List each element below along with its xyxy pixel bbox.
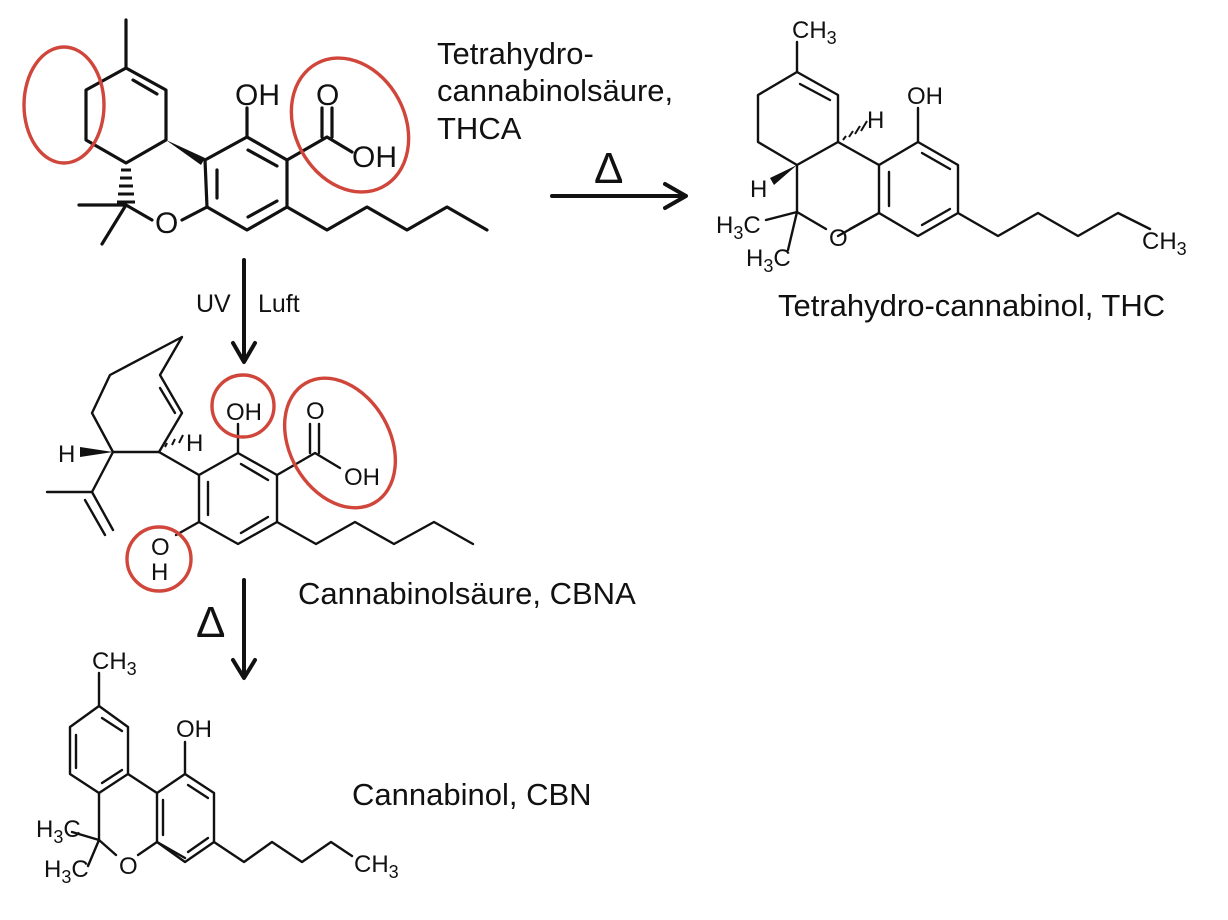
- thca-ring-double-bond: [131, 78, 159, 96]
- cbna-phenol-o-label: O: [151, 534, 170, 561]
- cbna-acid-bonds: [275, 451, 342, 477]
- cbn-pentyl-chain: [212, 840, 354, 864]
- thca-caption: Tetrahydro- cannabinolsäure, THCA: [437, 36, 673, 146]
- thc-ring-double-bond: [798, 82, 832, 102]
- cbna-wedge-bond: [80, 447, 113, 457]
- thc-aromatic-double-2: [920, 151, 952, 171]
- thca-aromatic-double-2: [246, 148, 279, 168]
- cbna-aromatic-double-2: [239, 462, 270, 482]
- cbna-link-bond: [157, 450, 201, 477]
- arrow-head: [231, 341, 257, 364]
- thc-o-bond: [848, 211, 881, 231]
- reaction-arrow-cbna-to-cbn: Δ: [196, 578, 257, 680]
- cbn-left-double-3: [100, 768, 124, 785]
- reaction-arrow-thca-to-cbna: UV Luft: [196, 258, 300, 364]
- cbn-ch3-tail: CH3: [354, 851, 399, 882]
- thc-ch3-top: CH3: [792, 17, 837, 48]
- cbna-ring-double-bond: [158, 386, 177, 415]
- thc-ring-o-label: O: [829, 225, 848, 252]
- cbna-aromatic-ring: [197, 451, 279, 546]
- thca-hash-bond: [117, 168, 135, 204]
- reaction-arrow-thca-to-thc: Δ: [550, 144, 688, 210]
- cbn-right-double-3: [186, 836, 210, 854]
- thca-gem-dimethyl: [77, 203, 154, 246]
- thc-ch3-tail: CH3: [1142, 228, 1187, 259]
- cbna-h-hash-label: H: [186, 430, 203, 457]
- cbn-pyran-ring: [97, 772, 187, 860]
- cbna-terpene-ring-outline: [90, 335, 184, 454]
- thca-carbonyl-o-label: O: [316, 79, 339, 112]
- thca-caption-abbr: THCA: [437, 111, 522, 146]
- cbna-oh-top-label: OH: [226, 399, 262, 426]
- heat-delta-label-2: Δ: [196, 598, 225, 647]
- cbn-o-bond: [136, 840, 159, 857]
- thca-highlight-acid: [289, 56, 411, 194]
- cbna-h-wedge-label: H: [58, 441, 75, 468]
- thca-wedge-bond: [166, 140, 205, 165]
- thc-aromatic-double-3: [920, 207, 952, 227]
- thc-terpene-ring: [756, 70, 840, 167]
- cbna-highlight-oh: [210, 373, 276, 439]
- thc-hash-bond: [842, 120, 868, 141]
- air-condition-label: Luft: [258, 290, 300, 318]
- cbn-methyl-1-bond: [70, 830, 101, 842]
- cbn-structure: CH3 O OH H3C H3C CH3: [36, 648, 399, 887]
- cbn-right-double-2: [186, 783, 210, 800]
- thca-oh-label: OH: [235, 79, 280, 112]
- thca-acid-oh-label: OH: [352, 141, 397, 174]
- cbn-ring-o-label: O: [119, 853, 138, 880]
- cbna-pentyl-chain: [275, 520, 475, 546]
- thca-highlight-ring: [22, 45, 106, 165]
- cbn-h3c-2: H3C: [44, 856, 89, 887]
- cbn-left-aromatic-ring: [68, 704, 130, 795]
- thc-h-hash-label: H: [867, 107, 884, 134]
- cbn-caption: Cannabinol, CBN: [352, 777, 592, 812]
- arrow-head: [231, 658, 257, 680]
- cbna-acid-oh-label: OH: [344, 464, 380, 491]
- thc-h-wedge-label: H: [750, 176, 767, 203]
- thca-pentyl-chain: [285, 205, 489, 232]
- cbn-methyl-2-bond: [86, 838, 101, 868]
- cbna-caption: Cannabinolsäure, CBNA: [298, 576, 636, 611]
- cbna-highlight-phenol: [125, 525, 193, 593]
- thc-aromatic-ring: [877, 140, 960, 238]
- thc-pentyl-chain: [956, 211, 1152, 238]
- cbn-ch3-top: CH3: [92, 648, 137, 679]
- thc-h3c-1: H3C: [716, 212, 761, 243]
- thca-caption-line2: cannabinolsäure,: [437, 73, 673, 108]
- cbna-hash-bond: [164, 434, 184, 448]
- cbna-highlight-acid: [282, 376, 398, 510]
- thc-gem-dimethyl: [764, 210, 799, 252]
- cbna-phenol-h-label: H: [151, 559, 168, 586]
- cbn-right-aromatic-ring: [155, 772, 216, 864]
- thca-ring-o-label: O: [155, 207, 178, 240]
- cbn-h3c-1: H3C: [36, 816, 81, 847]
- thca-structure: OH O OH O: [22, 18, 489, 246]
- thca-o-bond: [180, 205, 209, 222]
- thca-caption-line1: Tetrahydro-: [437, 36, 594, 71]
- thc-wedge-bond: [770, 165, 797, 185]
- arrow-head: [663, 182, 688, 210]
- thc-h3c-2: H3C: [746, 245, 791, 276]
- thca-aromatic-double-3: [246, 199, 279, 219]
- cbn-oh-label: OH: [176, 716, 212, 743]
- cbna-isopropenyl: [45, 450, 115, 532]
- cbna-structure: H H OH O OH O H: [45, 335, 475, 593]
- cbna-isopropenyl-double: [83, 498, 107, 537]
- uv-condition-label: UV: [196, 290, 231, 318]
- cbn-left-double-1: [100, 716, 124, 733]
- thc-pyran-ring: [795, 140, 881, 238]
- thc-structure: CH3 H H O OH H3C H3C CH3: [716, 17, 1187, 276]
- thc-caption: Tetrahydro-cannabinol, THC: [778, 288, 1165, 323]
- heat-delta-label: Δ: [594, 144, 623, 193]
- cbna-carbonyl-o-label: O: [306, 398, 325, 425]
- thca-terpene-ring: [84, 18, 168, 165]
- cbna-aromatic-double-3: [239, 515, 270, 535]
- thc-oh-label: OH: [907, 83, 943, 110]
